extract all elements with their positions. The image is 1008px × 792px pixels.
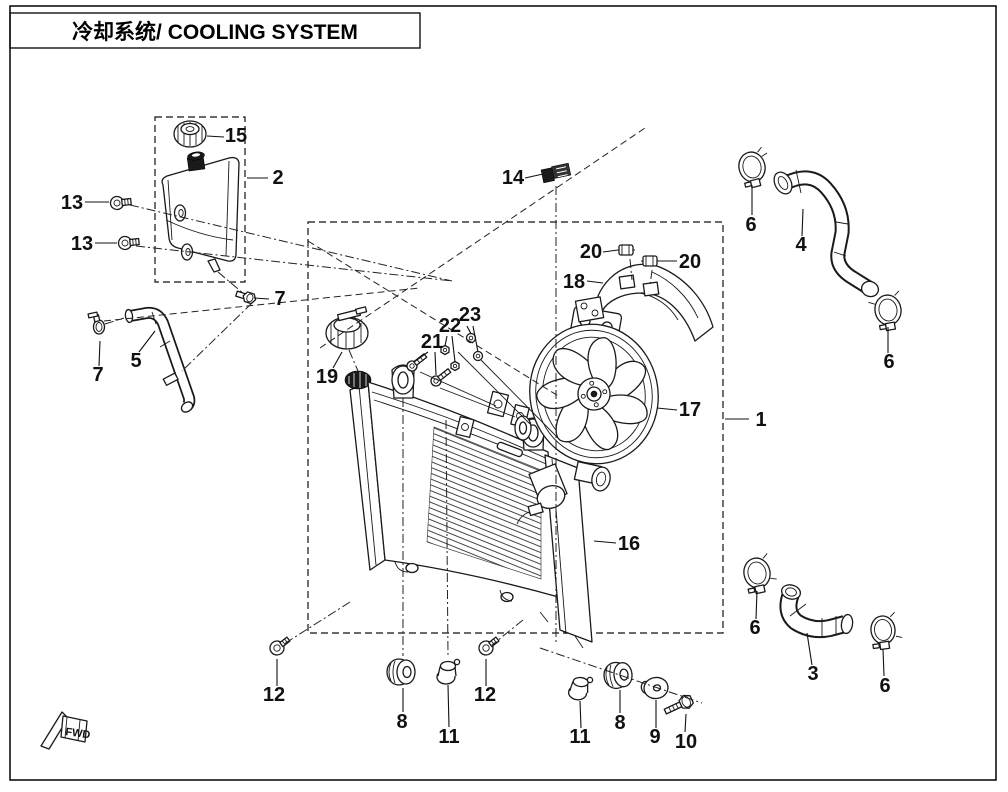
clamp-6-hose3-left (743, 553, 777, 595)
fwd-marker: FWD (40, 711, 92, 750)
radiator (344, 364, 611, 649)
callout-1: 1 (755, 409, 766, 431)
callout-8-b: 8 (614, 712, 625, 734)
grommet-8-right (603, 661, 633, 690)
nut-22-a (440, 344, 450, 356)
damper-11-left (436, 658, 461, 685)
washer-23-b (472, 350, 484, 362)
bolt-10 (663, 694, 694, 715)
page-title: 冷却系统/ COOLING SYSTEM (72, 20, 358, 44)
radiator-assembly-box (307, 221, 724, 634)
callout-7-b: 7 (92, 364, 103, 386)
callout-19: 19 (316, 366, 338, 388)
clamp-7-hose5 (87, 311, 106, 335)
hose-5 (124, 306, 196, 413)
callout-12-a: 12 (263, 684, 285, 706)
callout-3: 3 (807, 663, 818, 685)
callout-15: 15 (225, 125, 247, 147)
bolt-21-b (430, 368, 452, 387)
callout-13-b: 13 (71, 233, 93, 255)
page-border (9, 5, 997, 781)
bolt-13-upper (109, 195, 132, 211)
callout-2: 2 (272, 167, 283, 189)
clamp-6-hose3-right (870, 611, 903, 651)
screw-7-upper (235, 290, 257, 305)
callout-5: 5 (130, 350, 141, 372)
clip-20-left (617, 244, 635, 256)
callout-16: 16 (618, 533, 640, 555)
bolt-12-right (478, 636, 500, 656)
callout-21: 21 (421, 331, 443, 353)
callout-20-b: 20 (679, 251, 701, 273)
callout-6-d: 6 (879, 675, 890, 697)
callout-6-b: 6 (883, 351, 894, 373)
cooling-fan (514, 306, 659, 525)
grommet-8-left (386, 658, 416, 686)
radiator-outlet-pipe (573, 461, 611, 492)
reservoir-filler-neck (186, 151, 206, 172)
callout-9: 9 (649, 726, 660, 748)
callout-7-a: 7 (274, 288, 285, 310)
reservoir-group-box (154, 116, 246, 283)
wire-connector-14 (540, 162, 572, 184)
bolt-12-left (269, 636, 291, 656)
nut-22-b (450, 360, 460, 372)
callout-11-b: 11 (569, 726, 590, 748)
callout-13-a: 13 (61, 192, 83, 214)
bolt-13-lower (117, 235, 140, 251)
callout-6-c: 6 (749, 617, 760, 639)
hose-3 (779, 584, 854, 639)
callout-leaders (85, 135, 889, 733)
bolt-21-a (406, 353, 428, 372)
hose-4 (773, 169, 880, 298)
callout-23: 23 (459, 304, 481, 326)
reservoir-cap (173, 120, 207, 148)
title-box (9, 12, 421, 49)
callout-17: 17 (679, 399, 701, 421)
construction-lines (103, 127, 703, 704)
callout-22: 22 (439, 315, 461, 337)
coolant-reservoir (161, 151, 240, 273)
callout-10: 10 (675, 731, 697, 753)
clamp-6-hose4-bottom (868, 290, 902, 332)
radiator-cap-19 (325, 306, 369, 350)
damper-11-right (567, 676, 594, 701)
callout-12-b: 12 (474, 684, 496, 706)
callout-6-a: 6 (745, 214, 756, 236)
callout-11-a: 11 (438, 726, 459, 748)
callout-20-a: 20 (580, 241, 602, 263)
callout-14: 14 (502, 167, 525, 189)
fwd-label: FWD (65, 726, 92, 741)
callout-4: 4 (795, 234, 807, 256)
fan-shroud-duct-18 (574, 263, 714, 342)
clip-20-right (641, 255, 659, 267)
clamp-6-hose4-top (738, 146, 768, 189)
callout-18: 18 (563, 271, 585, 293)
washer-9 (640, 676, 669, 700)
fan-motor-mount (514, 415, 568, 525)
callout-labels: 15 2 13 13 7 7 5 19 21 22 23 14 20 20 18… (61, 125, 895, 753)
callout-8-a: 8 (396, 711, 407, 733)
